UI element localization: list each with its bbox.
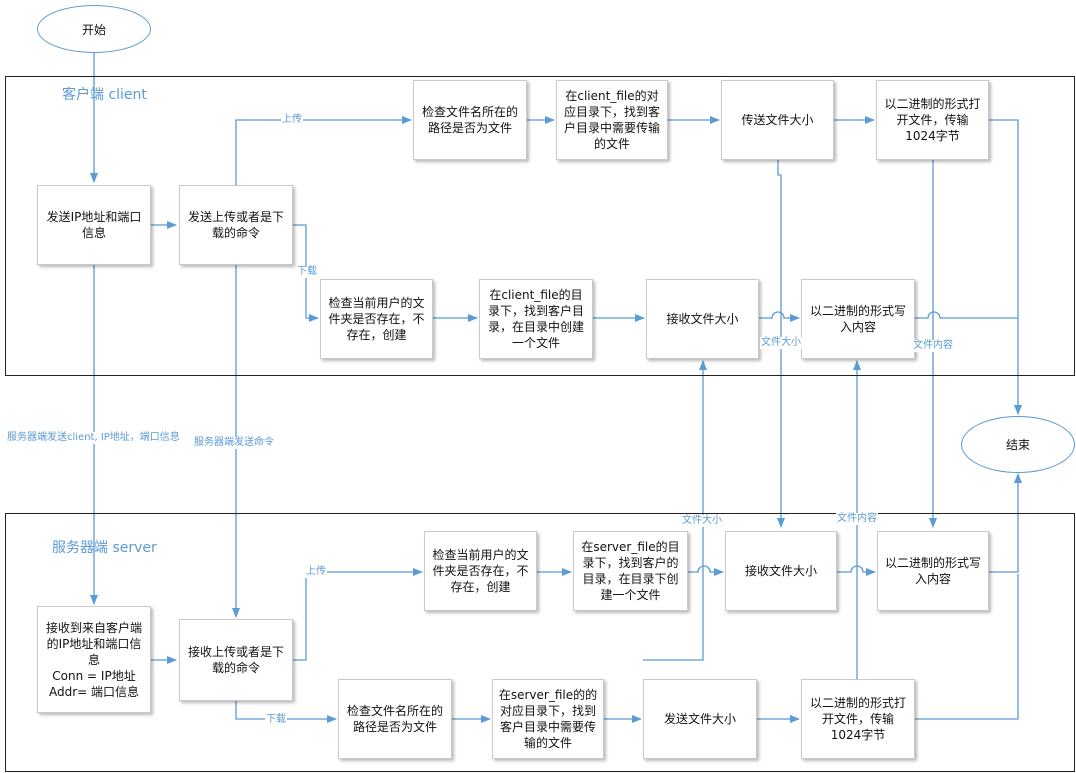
client-download-check-dir-text: 检查当前用户的文件夹是否存在，不存在，创建 [328, 296, 425, 342]
client-upload-send-binary-box: 以二进制的形式打开文件，传输1024字节 [876, 80, 989, 160]
client-send-ip-box: 发送IP地址和端口信息 [37, 185, 151, 265]
server-upload-check-dir-text: 检查当前用户的文件夹是否存在，不存在，创建 [432, 548, 529, 594]
server-recv-ip-conn: Conn = IP地址 [52, 668, 136, 683]
server-download-find-file-text: 在server_file的的对应目录下，找到客户目录中需要传输的文件 [498, 688, 598, 750]
client-send-cmd-box: 发送上传或者是下载的命令 [179, 185, 293, 265]
label-server-upload: 上传 [305, 566, 327, 578]
edge-server-create-to-recv [688, 565, 724, 576]
server-upload-create-file-box: 在server_file的目录下，找到客户的目录，在目录下创建一个文件 [573, 531, 688, 611]
client-send-ip-text: 发送IP地址和端口信息 [46, 210, 142, 240]
server-upload-check-dir-box: 检查当前用户的文件夹是否存在，不存在，创建 [424, 531, 537, 611]
server-download-check-path-text: 检查文件名所在的路径是否为文件 [346, 704, 443, 734]
label-client-download: 下载 [296, 266, 318, 278]
client-title: 客户端 client [62, 87, 147, 103]
server-download-send-binary-box: 以二进制的形式打开文件，传输1024字节 [801, 679, 915, 759]
label-server-download: 下载 [265, 714, 287, 726]
edge-client-size-to-server-recv [777, 160, 785, 528]
client-upload-send-size-box: 传送文件大小 [721, 80, 834, 160]
edge-server-recv-to-write [837, 565, 876, 576]
edge-server-upload [293, 568, 423, 661]
client-download-recv-size-box: 接收文件大小 [646, 279, 759, 359]
server-download-send-size-box: 发送文件大小 [643, 679, 757, 759]
edge-server-download [235, 701, 337, 723]
client-upload-send-binary-text: 以二进制的形式打开文件，传输1024字节 [884, 97, 981, 143]
client-upload-send-size-text: 传送文件大小 [741, 113, 814, 127]
server-download-find-file-box: 在server_file的的对应目录下，找到客户目录中需要传输的文件 [492, 679, 604, 759]
client-download-check-dir-box: 检查当前用户的文件夹是否存在，不存在，创建 [320, 279, 433, 359]
edge-client-recv-to-write [759, 311, 800, 322]
server-upload-write-binary-box: 以二进制的形式写入内容 [877, 531, 989, 611]
client-upload-find-file-text: 在client_file的对应目录下，找到客户目录中需要传输的文件 [563, 89, 660, 151]
client-upload-check-path-text: 检查文件名所在的路径是否为文件 [421, 105, 518, 135]
label-server-file-content: 文件内容 [836, 513, 878, 525]
label-client-file-size: 文件大小 [760, 337, 802, 349]
client-download-recv-size-text: 接收文件大小 [666, 312, 739, 326]
label-server-file-size: 文件大小 [681, 515, 723, 527]
client-download-create-file-text: 在client_file的目录下，找到客户目录，在目录中创建一个文件 [487, 288, 584, 350]
client-send-cmd-text: 发送上传或者是下载的命令 [187, 210, 284, 240]
server-region [5, 513, 1075, 772]
server-title: 服务器端 server [52, 540, 157, 556]
server-upload-recv-size-text: 接收文件大小 [744, 564, 817, 578]
server-upload-create-file-text: 在server_file的目录下，找到客户的目录，在目录下创建一个文件 [581, 540, 680, 602]
server-recv-ip-content: 接收到来自客户端的IP地址和端口信息 Conn = IP地址 Addr= 端口信… [43, 620, 145, 700]
client-upload-check-path-box: 检查文件名所在的路径是否为文件 [413, 80, 527, 160]
server-download-send-binary-text: 以二进制的形式打开文件，传输1024字节 [809, 696, 906, 742]
server-upload-recv-size-box: 接收文件大小 [725, 531, 837, 611]
label-server-send-cmd: 服务器端发送命令 [193, 437, 275, 449]
edge-server-write-to-end [989, 473, 1022, 573]
server-recv-cmd-box: 接收上传或者是下载的命令 [179, 619, 293, 701]
server-recv-ip-text: 接收到来自客户端的IP地址和端口信息 [45, 620, 142, 667]
server-recv-ip-addr: Addr= 端口信息 [48, 684, 140, 699]
label-client-upload: 上传 [281, 114, 303, 126]
server-download-send-size-text: 发送文件大小 [663, 712, 736, 726]
edge-client-binary-to-end [989, 119, 1022, 415]
edge-client-write-to-end [915, 311, 1018, 319]
label-client-file-content: 文件内容 [912, 340, 954, 352]
edge-server-size-to-client-recv [643, 360, 707, 661]
end-node: 结束 [961, 416, 1075, 473]
label-server-send-client: 服务器端发送client, IP地址，端口信息 [6, 432, 181, 444]
server-download-check-path-box: 检查文件名所在的路径是否为文件 [338, 679, 452, 759]
edge-server-binary-to-end [915, 574, 1019, 720]
client-region [5, 76, 1075, 376]
client-download-write-binary-box: 以二进制的形式写入内容 [801, 279, 915, 359]
client-upload-find-file-box: 在client_file的对应目录下，找到客户目录中需要传输的文件 [556, 80, 668, 160]
client-download-write-binary-text: 以二进制的形式写入内容 [809, 304, 906, 334]
server-upload-write-binary-text: 以二进制的形式写入内容 [884, 556, 981, 586]
server-recv-ip-box: 接收到来自客户端的IP地址和端口信息 Conn = IP地址 Addr= 端口信… [37, 606, 151, 713]
edge-client-upload [235, 116, 412, 185]
start-node: 开始 [37, 5, 151, 53]
server-recv-cmd-text: 接收上传或者是下载的命令 [187, 645, 284, 675]
client-download-create-file-box: 在client_file的目录下，找到客户目录，在目录中创建一个文件 [479, 279, 593, 359]
